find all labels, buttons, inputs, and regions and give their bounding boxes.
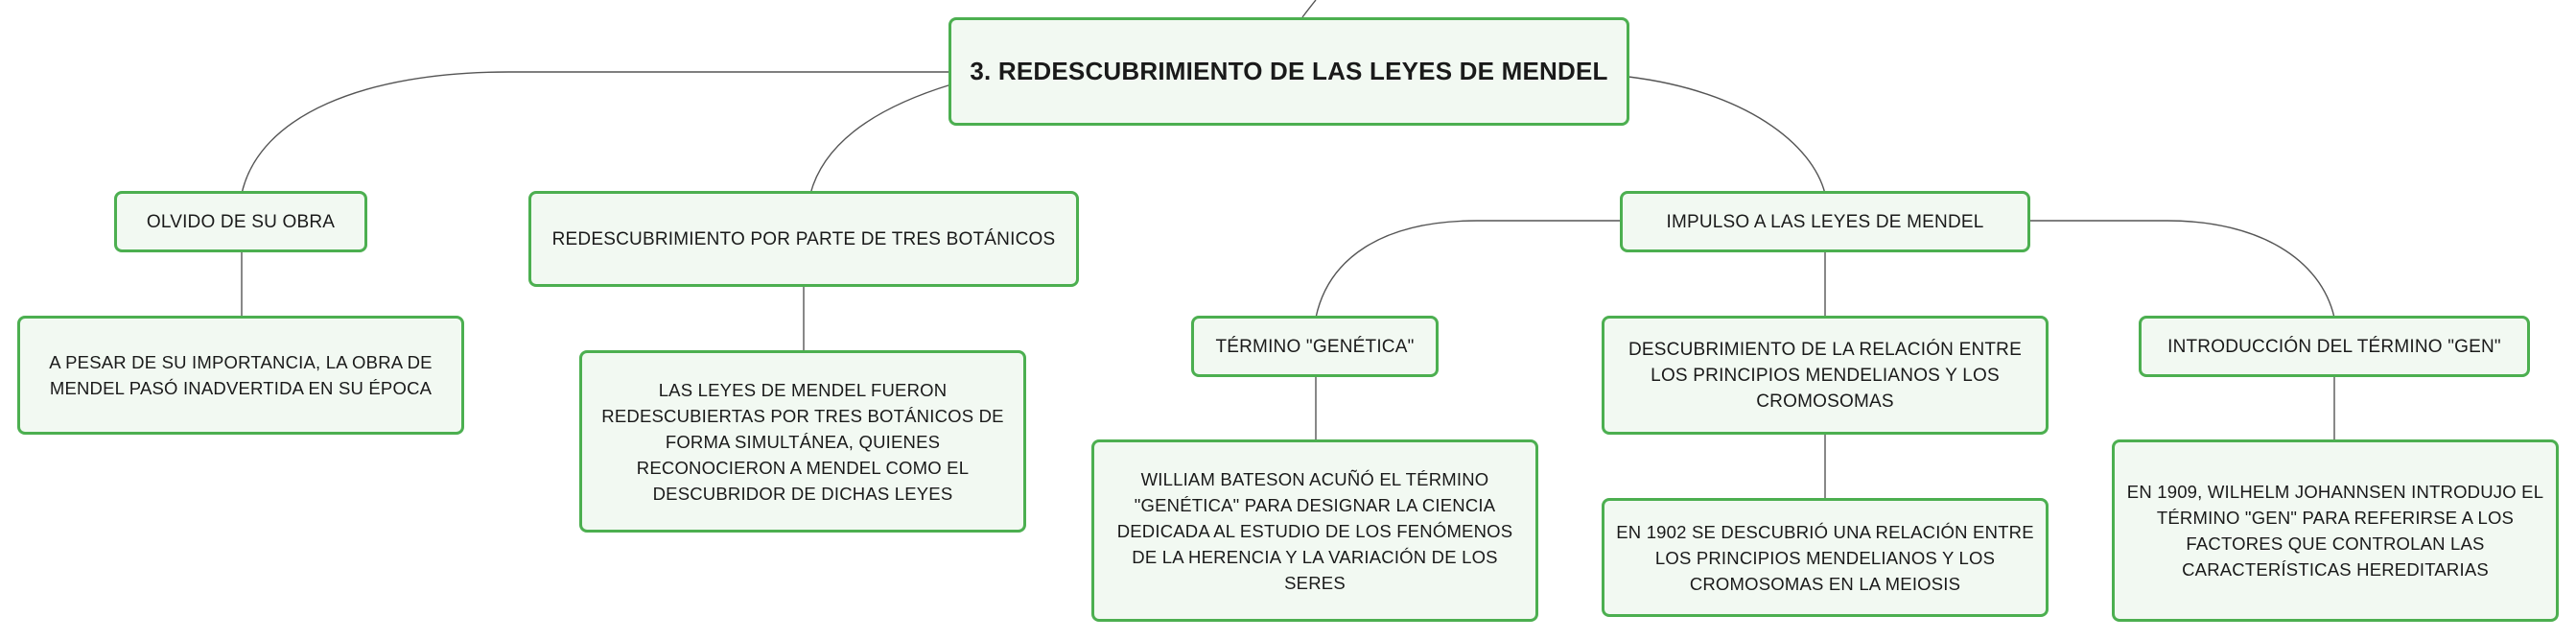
subbranch-label: TÉRMINO "GENÉTICA" — [1215, 336, 1415, 357]
subbranch-label: INTRODUCCIÓN DEL TÉRMINO "GEN" — [2167, 336, 2501, 357]
connector-root-impulso — [1628, 76, 1826, 195]
branch-label: REDESCUBRIMIENTO POR PARTE DE TRES BOTÁN… — [551, 228, 1056, 249]
detail-node-gen[interactable]: EN 1909, WILHELM JOHANNSEN INTRODUJO EL … — [2112, 439, 2559, 622]
connector-impulso-gen — [2027, 220, 2335, 319]
root-node[interactable]: 3. REDESCUBRIMIENTO DE LAS LEYES DE MEND… — [948, 17, 1629, 126]
subbranch-node-genetica[interactable]: TÉRMINO "GENÉTICA" — [1191, 316, 1439, 377]
branch-node-olvido[interactable]: OLVIDO DE SU OBRA — [114, 191, 367, 252]
connector-root-incoming — [1301, 0, 1317, 18]
detail-node-redescubrimiento[interactable]: LAS LEYES DE MENDEL FUERON REDESCUBIERTA… — [579, 350, 1026, 533]
detail-node-relacion[interactable]: EN 1902 SE DESCUBRIÓ UNA RELACIÓN ENTRE … — [1602, 498, 2049, 617]
detail-text: LAS LEYES DE MENDEL FUERON REDESCUBIERTA… — [601, 379, 1004, 504]
connector-root-olvido — [241, 71, 951, 195]
root-label: 3. REDESCUBRIMIENTO DE LAS LEYES DE MEND… — [970, 57, 1608, 85]
subbranch-node-gen[interactable]: INTRODUCCIÓN DEL TÉRMINO "GEN" — [2139, 316, 2530, 377]
connector-impulso-genetica — [1315, 220, 1623, 319]
detail-text: EN 1902 SE DESCUBRIÓ UNA RELACIÓN ENTRE … — [1616, 521, 2034, 594]
detail-text: WILLIAM BATESON ACUÑÓ EL TÉRMINO "GENÉTI… — [1116, 468, 1513, 593]
detail-node-olvido[interactable]: A PESAR DE SU IMPORTANCIA, LA OBRA DE ME… — [17, 316, 464, 435]
subbranch-label: DESCUBRIMIENTO DE LA RELACIÓN ENTRE LOS … — [1628, 339, 2022, 412]
branch-label: OLVIDO DE SU OBRA — [146, 211, 336, 232]
branch-label: IMPULSO A LAS LEYES DE MENDEL — [1666, 211, 1984, 232]
branch-node-redescubrimiento[interactable]: REDESCUBRIMIENTO POR PARTE DE TRES BOTÁN… — [528, 191, 1079, 287]
detail-text: EN 1909, WILHELM JOHANNSEN INTRODUJO EL … — [2126, 482, 2544, 580]
branch-node-impulso[interactable]: IMPULSO A LAS LEYES DE MENDEL — [1620, 191, 2030, 252]
detail-node-genetica[interactable]: WILLIAM BATESON ACUÑÓ EL TÉRMINO "GENÉTI… — [1091, 439, 1538, 622]
subbranch-node-relacion[interactable]: DESCUBRIMIENTO DE LA RELACIÓN ENTRE LOS … — [1602, 316, 2049, 435]
detail-text: A PESAR DE SU IMPORTANCIA, LA OBRA DE ME… — [49, 352, 433, 398]
connector-root-redescubrimiento — [809, 83, 952, 195]
